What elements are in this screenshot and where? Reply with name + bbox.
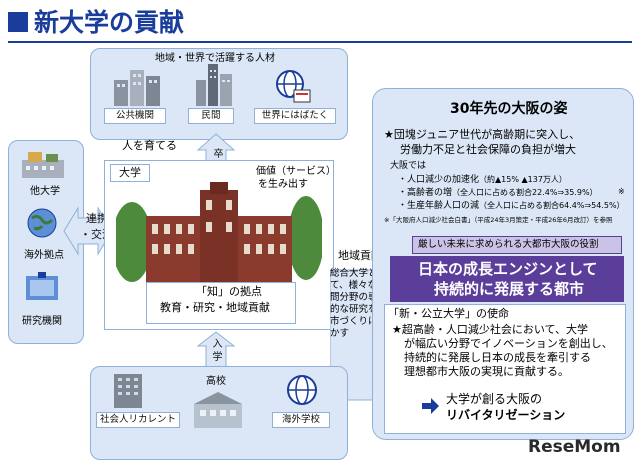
city-icon: [110, 66, 164, 106]
title-underline: [8, 41, 632, 43]
skyscraper-icon: [190, 62, 236, 106]
mission-line-3: 理想都市大阪の実現に貢献する。: [404, 365, 569, 378]
mission-line-1: が幅広い分野でイノベーションを創出し、: [404, 337, 613, 350]
regional-body-3: 的な研究を都: [330, 304, 388, 315]
regional-body-5: かす: [330, 328, 350, 339]
overseas-school-globe-icon: [282, 372, 322, 408]
regional-body-2: 問分野の専門: [330, 292, 388, 303]
bullet-2-main: ・生産年齢人口の減: [398, 201, 480, 211]
regional-title: 地域貢献: [338, 249, 382, 262]
left-item-research: 研究機関: [22, 316, 62, 327]
research-icon: [20, 270, 64, 304]
revital-line-1: 大学が創る大阪の: [446, 392, 543, 406]
right-title: 30年先の大阪の姿: [450, 101, 568, 117]
bullet-0-main: ・人口減少の加速化: [398, 175, 480, 185]
mission-line-2: 持続的に発展し日本の成長を牽引する: [404, 351, 591, 364]
mission-box: [384, 304, 626, 434]
mission-title: 「新・公立大学」の使命: [388, 307, 509, 320]
regional-body-0: 総合大学とし: [330, 268, 388, 279]
bullet-note-mark: ※: [618, 187, 625, 196]
enroll-label: 入学: [212, 339, 223, 363]
revital-line-2: リバイタリゼーション: [446, 408, 566, 422]
link-label-1: 連携: [86, 212, 108, 225]
top-item-public: 公共機関: [104, 108, 166, 124]
top-item-global: 世界にはばたく: [254, 108, 336, 124]
bullet-0: ・人口減少の加速化（約▲15% ▲137万人）: [398, 174, 567, 186]
value-line-2: を生み出す: [258, 179, 308, 190]
title-square-icon: [8, 12, 28, 32]
hub-box: [146, 282, 296, 324]
university-label: 大学: [110, 164, 150, 182]
bottom-item-overseas-school: 海外学校: [272, 412, 330, 428]
bullet-2: ・生産年齢人口の減（全人口に占める割合64.4%⇒54.5%）: [398, 200, 625, 212]
engine-box: [390, 256, 624, 302]
right-star1-line1: ★団塊ジュニア世代が高齢期に突入し、: [384, 128, 581, 141]
left-item-other-univ: 他大学: [30, 186, 60, 197]
role-label-box: [412, 236, 622, 254]
role-label: 厳しい未来に求められる大都市大阪の役割: [418, 239, 599, 250]
engine-line-1: 日本の成長エンジンとして: [418, 260, 598, 278]
right-star1-line2: 労働力不足と社会保障の負担が増大: [400, 143, 576, 156]
hub-line-2: 教育・研究・地域貢献: [160, 301, 270, 314]
right-osaka-label: 大阪では: [390, 161, 427, 171]
bullet-1-sub: （全人口に占める割合22.4%⇒35.9%）: [452, 188, 598, 197]
bottom-item-recurrent: 社会人リカレント: [96, 412, 180, 428]
regional-body-4: 市づくりに活: [330, 316, 388, 327]
bullet-1-main: ・高齢者の増: [398, 188, 453, 198]
bullet-0-sub: （約▲15% ▲137万人）: [479, 175, 567, 184]
hub-line-1: 「知」の拠点: [196, 285, 262, 298]
campus-icon: [18, 150, 68, 180]
watermark: ReseMom: [528, 437, 621, 457]
university-building-icon: [116, 182, 322, 286]
value-line-1: 価値（サービス）: [256, 166, 336, 177]
overseas-base-icon: [20, 206, 64, 240]
right-note: ※「大阪府人口減少社会白書」（平成24年3月策定・平成26年6月改訂）を参照: [384, 216, 613, 224]
top-item-private: 民間: [188, 108, 234, 124]
arrow-right-icon: [420, 396, 440, 416]
nurture-label: 人を育てる: [122, 139, 177, 152]
bottom-item-highschool: 高校: [206, 376, 226, 387]
office-building-icon: [108, 372, 148, 408]
engine-line-2: 持続的に発展する都市: [434, 280, 585, 298]
page-title-text: 新大学の貢献: [34, 8, 185, 37]
left-item-overseas: 海外拠点: [24, 250, 64, 261]
top-panel-title: 地域・世界で活躍する人材: [155, 53, 275, 64]
mission-line-0: ★超高齢・人口減少社会において、大学: [392, 323, 588, 336]
bullet-2-sub: （全人口に占める割合64.4%⇒54.5%）: [479, 201, 625, 210]
page-title: 新大学の貢献: [8, 6, 308, 40]
regional-body-1: て、様々な学: [330, 280, 387, 291]
school-icon: [190, 390, 246, 430]
globe-icon: [272, 66, 312, 106]
bullet-1: ・高齢者の増（全人口に占める割合22.4%⇒35.9%）: [398, 187, 598, 199]
